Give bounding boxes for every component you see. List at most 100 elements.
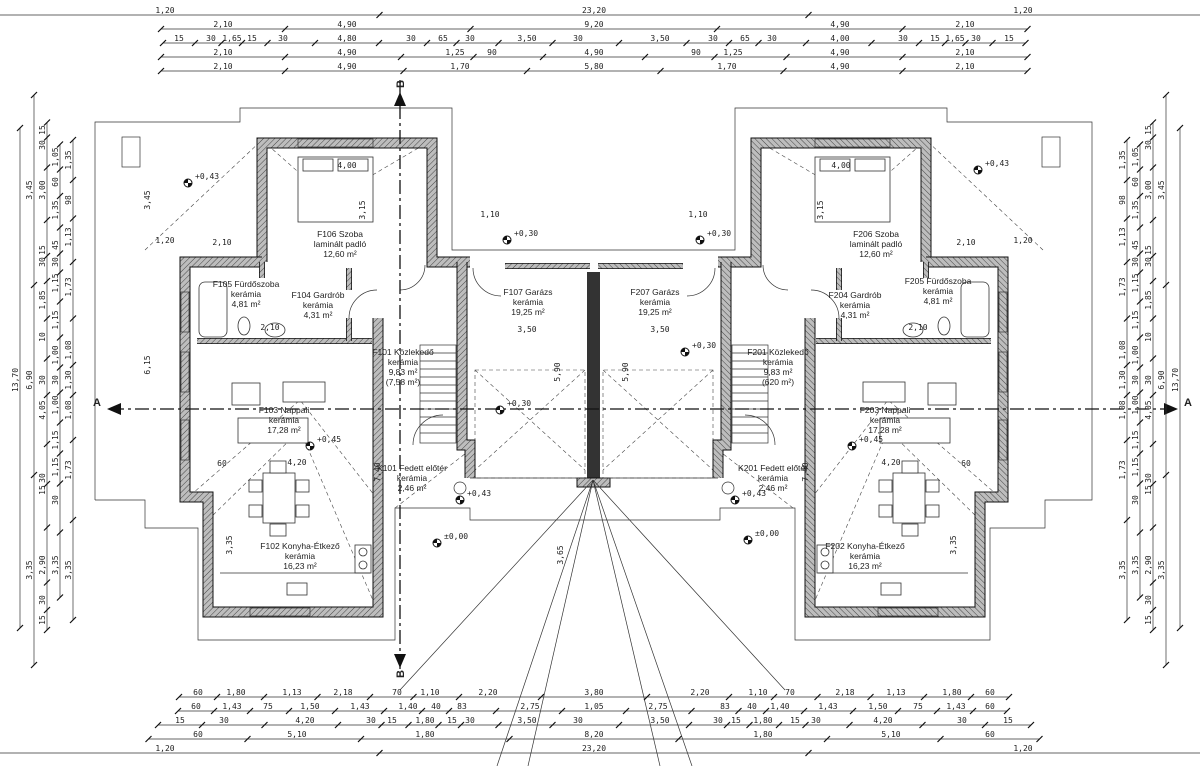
dimension-label: 45	[1131, 240, 1140, 250]
dimension-label: 10	[1144, 332, 1153, 342]
dimension-tick	[1136, 250, 1144, 257]
chimney-right	[1041, 136, 1061, 168]
dimension-label: 3,35	[1157, 560, 1166, 579]
dimension-tick	[218, 39, 225, 47]
dimension-tick	[435, 721, 442, 729]
level-marker: +0,30	[495, 399, 531, 415]
dimension-tick	[849, 707, 857, 715]
dimension-label: 4,05	[38, 400, 47, 419]
dimension-label: 1,13	[64, 227, 73, 246]
dimension-tick	[1176, 124, 1184, 132]
dimension-tick	[1149, 164, 1157, 171]
dimension-tick	[1149, 524, 1157, 531]
dimension-tick	[1149, 315, 1157, 322]
dimension-tick	[43, 440, 51, 448]
dimension-label: 15	[247, 34, 257, 43]
dimension-tick	[1136, 192, 1144, 200]
room-name: F101 Közlekedő	[372, 347, 434, 357]
dimension-label: 3,50	[650, 716, 669, 725]
dimension-label: 30	[1144, 140, 1153, 150]
dimension-tick	[246, 707, 254, 715]
dimension-tick	[378, 721, 385, 729]
dimension-label: 30	[51, 495, 60, 505]
dimension-label: 4,80	[337, 34, 356, 43]
room-name: F102 Konyha-Étkező	[260, 541, 340, 551]
dimension-label: 60	[191, 702, 201, 711]
section-a-right-label: A	[1184, 397, 1192, 409]
dimension-label: 30	[971, 34, 981, 43]
dimension-tick	[615, 39, 623, 47]
dimension-label: 1,35	[51, 200, 60, 219]
dimension-tick	[802, 39, 810, 47]
dimension-label: 75	[913, 702, 923, 711]
section-b-top-arrow	[394, 92, 406, 106]
room-detail: 19,25 m²	[511, 307, 545, 317]
dimension-tick	[210, 707, 218, 715]
room-name: F206 Szoba	[853, 229, 899, 239]
dimension-label: 2,90	[38, 555, 47, 574]
dimension-label: 90	[487, 48, 497, 57]
dimension-tick	[981, 721, 989, 729]
dimension-tick	[56, 389, 64, 396]
dimension-label: 65	[740, 34, 750, 43]
dimension-tick	[1149, 355, 1157, 362]
dimension-label: 15	[731, 716, 741, 725]
inner-dimension-label: 1,20	[1013, 236, 1032, 245]
room-name: F201 Közlekedő	[747, 347, 809, 357]
party-wall	[587, 272, 600, 480]
dimension-tick	[755, 39, 762, 47]
level-value: +0,45	[317, 435, 341, 444]
dimension-tick	[410, 693, 417, 701]
dimension-tick	[375, 39, 383, 47]
dimension-tick	[723, 721, 731, 729]
dimension-label: 1,50	[300, 702, 319, 711]
inner-dimension-label: 3,50	[517, 325, 536, 334]
dimension-label: 30	[38, 595, 47, 605]
dimension-label: 30	[898, 34, 908, 43]
inner-dimension-label: 3,35	[225, 535, 234, 554]
dimension-tick	[43, 252, 51, 260]
dimension-tick	[1149, 579, 1157, 586]
dimension-label: 15	[1144, 615, 1153, 625]
dimension-tick	[281, 67, 289, 75]
dimension-label: 1,00	[51, 395, 60, 414]
dimension-tick	[919, 721, 926, 729]
dimension-tick	[549, 721, 556, 729]
dimension-label: 83	[720, 702, 730, 711]
dimension-tick	[69, 436, 77, 444]
dimension-tick	[735, 707, 742, 715]
dimension-label: 1,15	[51, 430, 60, 449]
room-detail: 17,28 m²	[868, 425, 902, 435]
level-markers: +0,43+0,43+0,30+0,30+0,30+0,30+0,45+0,45…	[183, 159, 1009, 548]
dimension-tick	[1123, 616, 1131, 624]
view-lines	[399, 479, 786, 766]
dimension-tick	[933, 707, 941, 715]
dimension-tick	[823, 735, 831, 743]
dimension-tick	[314, 693, 321, 701]
dimension-tick	[56, 480, 64, 487]
room-detail: 4,81 m²	[232, 299, 261, 309]
dimension-tick	[867, 693, 874, 701]
dimension-label: 90	[691, 48, 701, 57]
dimension-tick	[43, 391, 51, 399]
dimension-label: 2,20	[690, 688, 709, 697]
dimension-tick	[154, 721, 162, 729]
dimension-label: 1,35	[1118, 150, 1127, 169]
room-name: F106 Szoba	[317, 229, 363, 239]
dimension-tick	[1136, 364, 1144, 371]
dimension-tick	[643, 693, 651, 701]
dimension-label: 4,90	[830, 20, 849, 29]
dimension-tick	[43, 524, 51, 531]
section-b-bottom-label: B	[395, 670, 407, 678]
inner-dimension-label: 2,10	[212, 238, 231, 247]
dimension-tick	[1123, 436, 1131, 444]
dimension-label: 23,20	[582, 744, 606, 753]
dimension-label: 30	[406, 34, 416, 43]
inner-dimension-label: 4,20	[881, 458, 900, 467]
